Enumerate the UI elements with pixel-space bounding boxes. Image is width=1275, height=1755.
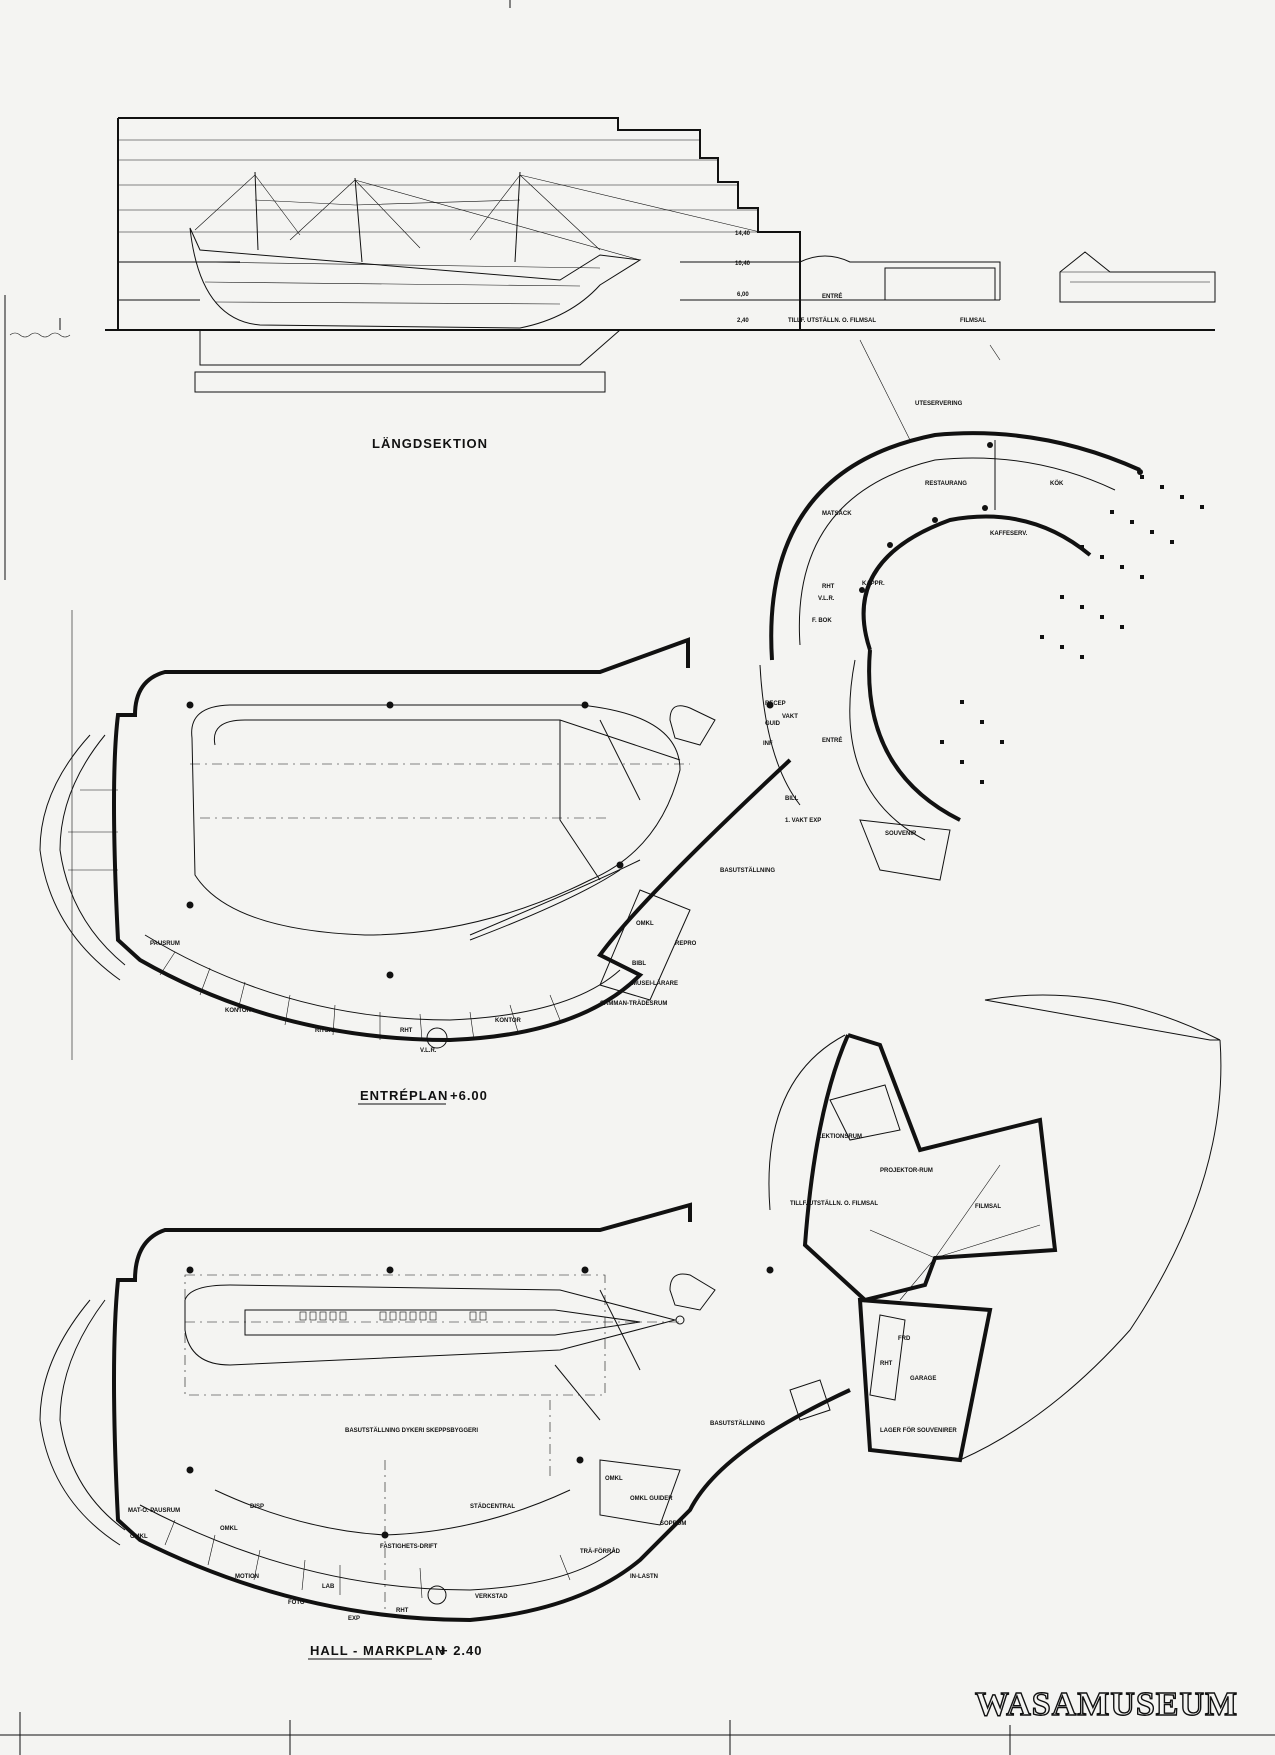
level-14-40: 14,40 — [735, 231, 751, 237]
room-lager-souvenirer: LAGER FÖR SOUVENIRER — [880, 1427, 957, 1434]
room-fbok: F. BOK — [812, 618, 832, 624]
room-omkl-guider: OMKL GUIDER — [630, 1496, 673, 1502]
room-mat-pausrum: MAT-O. PAUSRUM — [128, 1508, 180, 1514]
room-filmsal: FILMSAL — [975, 1204, 1001, 1210]
room-tillf-utstalln: TILLF. UTSTÄLLN. O. FILMSAL — [790, 1200, 878, 1207]
tree-grid — [940, 475, 1204, 784]
room-kontor-1: KONTOR — [225, 1008, 252, 1014]
room-kok: KÖK — [1050, 480, 1064, 487]
ship-deck-hatches — [299, 1311, 487, 1321]
section-label-entre: ENTRÉ — [822, 292, 842, 300]
room-stadcentral: STÄDCENTRAL — [470, 1503, 515, 1510]
room-vakt: VAKT — [782, 714, 798, 720]
room-omkl-entre: OMKL — [636, 921, 654, 927]
label-basutstallning-entre: BASUTSTÄLLNING — [720, 867, 775, 874]
room-disp: DISP — [250, 1504, 264, 1510]
room-matsack: MATSÄCK — [822, 510, 852, 517]
level-10-40: 10,40 — [735, 261, 751, 267]
room-pausrum: PAUSRUM — [150, 941, 180, 947]
room-rht-hall: RHT — [396, 1608, 409, 1614]
room-vlr-entre: V.L.R. — [420, 1048, 437, 1054]
room-bill: BILL — [785, 796, 799, 802]
room-fastighetsdrift: FASTIGHETS-DRIFT — [380, 1544, 438, 1550]
hallplan-title: HALL - MARKPLAN — [310, 1643, 445, 1658]
room-ritsal: RITSAL — [315, 1028, 337, 1034]
room-frd: FRD — [898, 1336, 911, 1342]
room-lab: LAB — [322, 1584, 335, 1590]
room-verkstad: VERKSTAD — [475, 1594, 508, 1600]
room-motion: MOTION — [235, 1574, 259, 1580]
section-label-filmsal: FILMSAL — [960, 318, 986, 324]
room-rht-entre: RHT — [400, 1028, 413, 1034]
room-museilarare: MUSEI-LÄRARE — [632, 980, 678, 987]
room-uteservering: UTESERVERING — [915, 401, 963, 407]
longitudinal-section: 14,40 10,40 6,00 2,40 ENTRÉ TILLF. UTSTÄ… — [9, 117, 1216, 451]
wasamuseum-logo: WASAMUSEUM — [975, 1686, 1238, 1723]
room-omkl-a: OMKL — [130, 1534, 148, 1540]
room-soprum: SOPRUM — [660, 1521, 686, 1527]
room-omkl-b: OMKL — [220, 1526, 238, 1532]
room-recep: RECEP — [765, 701, 786, 707]
room-kappr: KAPPR. — [862, 581, 885, 587]
level-2-40: 2,40 — [737, 318, 749, 324]
entreplan-level: +6.00 — [450, 1088, 488, 1103]
room-foto: FOTO — [288, 1600, 305, 1606]
room-guid: GUID — [765, 721, 781, 727]
room-inf: INF — [763, 741, 773, 747]
entreplan-title: ENTRÉPLAN — [360, 1088, 448, 1103]
room-bibl: BIBL — [632, 961, 646, 967]
room-lektionsrum: LEKTIONSRUM — [818, 1134, 862, 1140]
hall-columns-lower — [186, 1266, 774, 1539]
room-kontor-2: KONTOR — [495, 1018, 522, 1024]
room-vakt-exp: 1. VAKT EXP — [785, 818, 821, 824]
room-restaurang: RESTAURANG — [925, 481, 967, 487]
label-basutstallning-hall: BASUTSTÄLLNING — [710, 1420, 765, 1427]
hallplan-level: + 2.40 — [440, 1643, 483, 1658]
room-projektorrum: PROJEKTOR-RUM — [880, 1168, 933, 1174]
room-rht-cafe: RHT — [822, 584, 835, 590]
section-label-tillf: TILLF. UTSTÄLLN. O. FILMSAL — [788, 317, 876, 324]
room-vlr-cafe: V.L.R. — [818, 596, 835, 602]
section-title: LÄNGDSEKTION — [372, 436, 488, 451]
entreplan-floor-plan: PAUSRUM KONTOR RITSAL RHT V.L.R. KONTOR … — [39, 339, 1204, 1105]
room-repro: REPRO — [675, 941, 697, 947]
room-exp: EXP — [348, 1616, 360, 1622]
room-inlastn: IN-LASTN — [630, 1574, 658, 1580]
room-sammantrade: SAMMAN-TRÄDESRUM — [600, 1000, 667, 1007]
level-6-00: 6,00 — [737, 292, 749, 298]
room-entre-main: ENTRÉ — [822, 736, 842, 744]
label-basutstallning-dykeri: BASUTSTÄLLNING DYKERI SKEPPSBYGGERI — [345, 1427, 478, 1434]
room-traforrad: TRÄ-FÖRRÅD — [580, 1548, 621, 1555]
hall-markplan-floor-plan: MAT-O. PAUSRUM OMKL OMKL DISP STÄDCENTRA… — [39, 994, 1222, 1660]
room-garage: GARAGE — [910, 1376, 936, 1382]
room-souvenir: SOUVENIR — [885, 831, 917, 837]
hall-columns — [186, 701, 774, 979]
room-omkl-1: OMKL — [605, 1476, 623, 1482]
room-rht-garage: RHT — [880, 1361, 893, 1367]
room-kaffeserv: KAFFESERV. — [990, 531, 1028, 537]
